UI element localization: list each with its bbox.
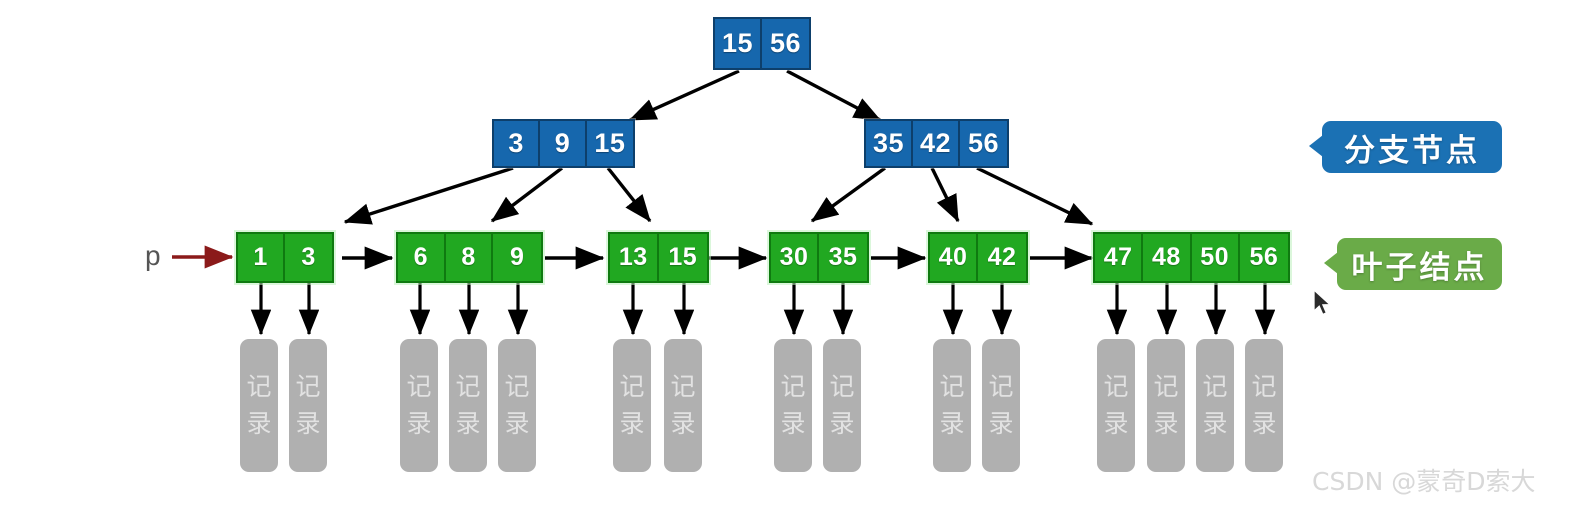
leaf-node-6[interactable]: 47 48 50 56	[1093, 232, 1290, 283]
record-char: 录	[455, 408, 481, 438]
root-key-cell[interactable]: 56	[762, 19, 809, 68]
record-char: 录	[1251, 408, 1277, 438]
leaf-node-2[interactable]: 6 8 9	[396, 232, 543, 283]
record-char: 记	[988, 372, 1014, 402]
record-char: 录	[1103, 408, 1129, 438]
leaf-key-cell[interactable]: 35	[819, 234, 867, 281]
record-char: 录	[1153, 408, 1179, 438]
record-box: 记 录	[664, 339, 702, 472]
record-box: 记 录	[774, 339, 812, 472]
leaf-key-cell[interactable]: 56	[1239, 234, 1289, 281]
record-char: 记	[406, 372, 432, 402]
callout-leaf-node: 叶子结点	[1324, 238, 1502, 290]
branch-key-cell[interactable]: 9	[540, 121, 587, 166]
record-char: 录	[780, 408, 806, 438]
branch-key-cell[interactable]: 35	[866, 121, 914, 166]
record-char: 录	[295, 408, 321, 438]
record-box: 记 录	[613, 339, 651, 472]
leaf-node-1[interactable]: 1 3	[236, 232, 334, 283]
branch-key-cell[interactable]: 56	[960, 121, 1007, 166]
leaf-key-cell[interactable]: 9	[493, 234, 541, 281]
record-char: 记	[829, 372, 855, 402]
record-box: 记 录	[498, 339, 536, 472]
callout-branch-node-label: 分支节点	[1344, 132, 1480, 169]
record-char: 录	[988, 408, 1014, 438]
record-char: 录	[406, 408, 432, 438]
record-char: 记	[1103, 372, 1129, 402]
record-char: 录	[829, 408, 855, 438]
record-box: 记 录	[1245, 339, 1283, 472]
record-box: 记 录	[1196, 339, 1234, 472]
leaf-key-cell[interactable]: 8	[445, 234, 494, 281]
branch-key-cell[interactable]: 3	[494, 121, 541, 166]
record-box: 记 录	[982, 339, 1020, 472]
record-char: 录	[670, 408, 696, 438]
record-box: 记 录	[1097, 339, 1135, 472]
leaf-key-cell[interactable]: 40	[930, 234, 979, 281]
record-box: 记 录	[823, 339, 861, 472]
record-box: 记 录	[1147, 339, 1185, 472]
record-char: 记	[1153, 372, 1179, 402]
record-char: 录	[1202, 408, 1228, 438]
record-box: 记 录	[449, 339, 487, 472]
callout-leaf-node-label: 叶子结点	[1351, 249, 1488, 286]
leaf-key-cell[interactable]: 30	[771, 234, 820, 281]
leaf-key-cell[interactable]: 47	[1095, 234, 1144, 281]
leaf-key-cell[interactable]: 50	[1191, 234, 1240, 281]
record-box: 记 录	[933, 339, 971, 472]
leaf-key-cell[interactable]: 13	[610, 234, 659, 281]
leaf-key-cell[interactable]: 15	[658, 234, 707, 281]
record-char: 记	[295, 372, 321, 402]
record-box: 记 录	[240, 339, 278, 472]
mouse-cursor-icon	[1313, 289, 1332, 316]
leaf-key-cell[interactable]: 6	[398, 234, 446, 281]
leaf-node-5[interactable]: 40 42	[928, 232, 1028, 283]
leaf-key-cell[interactable]: 1	[238, 234, 286, 281]
branch-key-cell[interactable]: 42	[913, 121, 961, 166]
record-char: 记	[246, 372, 272, 402]
record-char: 记	[939, 372, 965, 402]
root-to-branch-edges	[628, 69, 882, 122]
record-char: 记	[455, 372, 481, 402]
branch-key-cell[interactable]: 15	[586, 121, 633, 166]
branch-left-to-leaf-edges	[343, 166, 652, 225]
callout-branch-node: 分支节点	[1309, 121, 1502, 173]
pointer-label: p	[145, 240, 161, 271]
record-char: 记	[670, 372, 696, 402]
leaf-key-cell[interactable]: 3	[285, 234, 332, 281]
leaf-key-cell[interactable]: 48	[1143, 234, 1192, 281]
record-char: 录	[246, 408, 272, 438]
leaf-key-cell[interactable]: 42	[978, 234, 1026, 281]
record-char: 录	[939, 408, 965, 438]
watermark-text: CSDN @蒙奇D索大	[1312, 467, 1536, 496]
leaf-to-record-edges	[250, 283, 1276, 336]
branch-node-right[interactable]: 35 42 56	[864, 119, 1009, 168]
record-box: 记 录	[400, 339, 438, 472]
record-char: 记	[1251, 372, 1277, 402]
leaf-node-3[interactable]: 13 15	[608, 232, 709, 283]
record-char: 录	[619, 408, 645, 438]
root-key-cell[interactable]: 15	[715, 19, 763, 68]
record-char: 记	[504, 372, 530, 402]
branch-node-left[interactable]: 3 9 15	[492, 119, 635, 168]
record-char: 记	[1202, 372, 1228, 402]
record-box: 记 录	[289, 339, 327, 472]
branch-right-to-leaf-edges	[810, 166, 1094, 226]
record-char: 记	[780, 372, 806, 402]
root-node[interactable]: 15 56	[713, 17, 811, 70]
leaf-node-4[interactable]: 30 35	[769, 232, 869, 283]
record-char: 记	[619, 372, 645, 402]
record-char: 录	[504, 408, 530, 438]
